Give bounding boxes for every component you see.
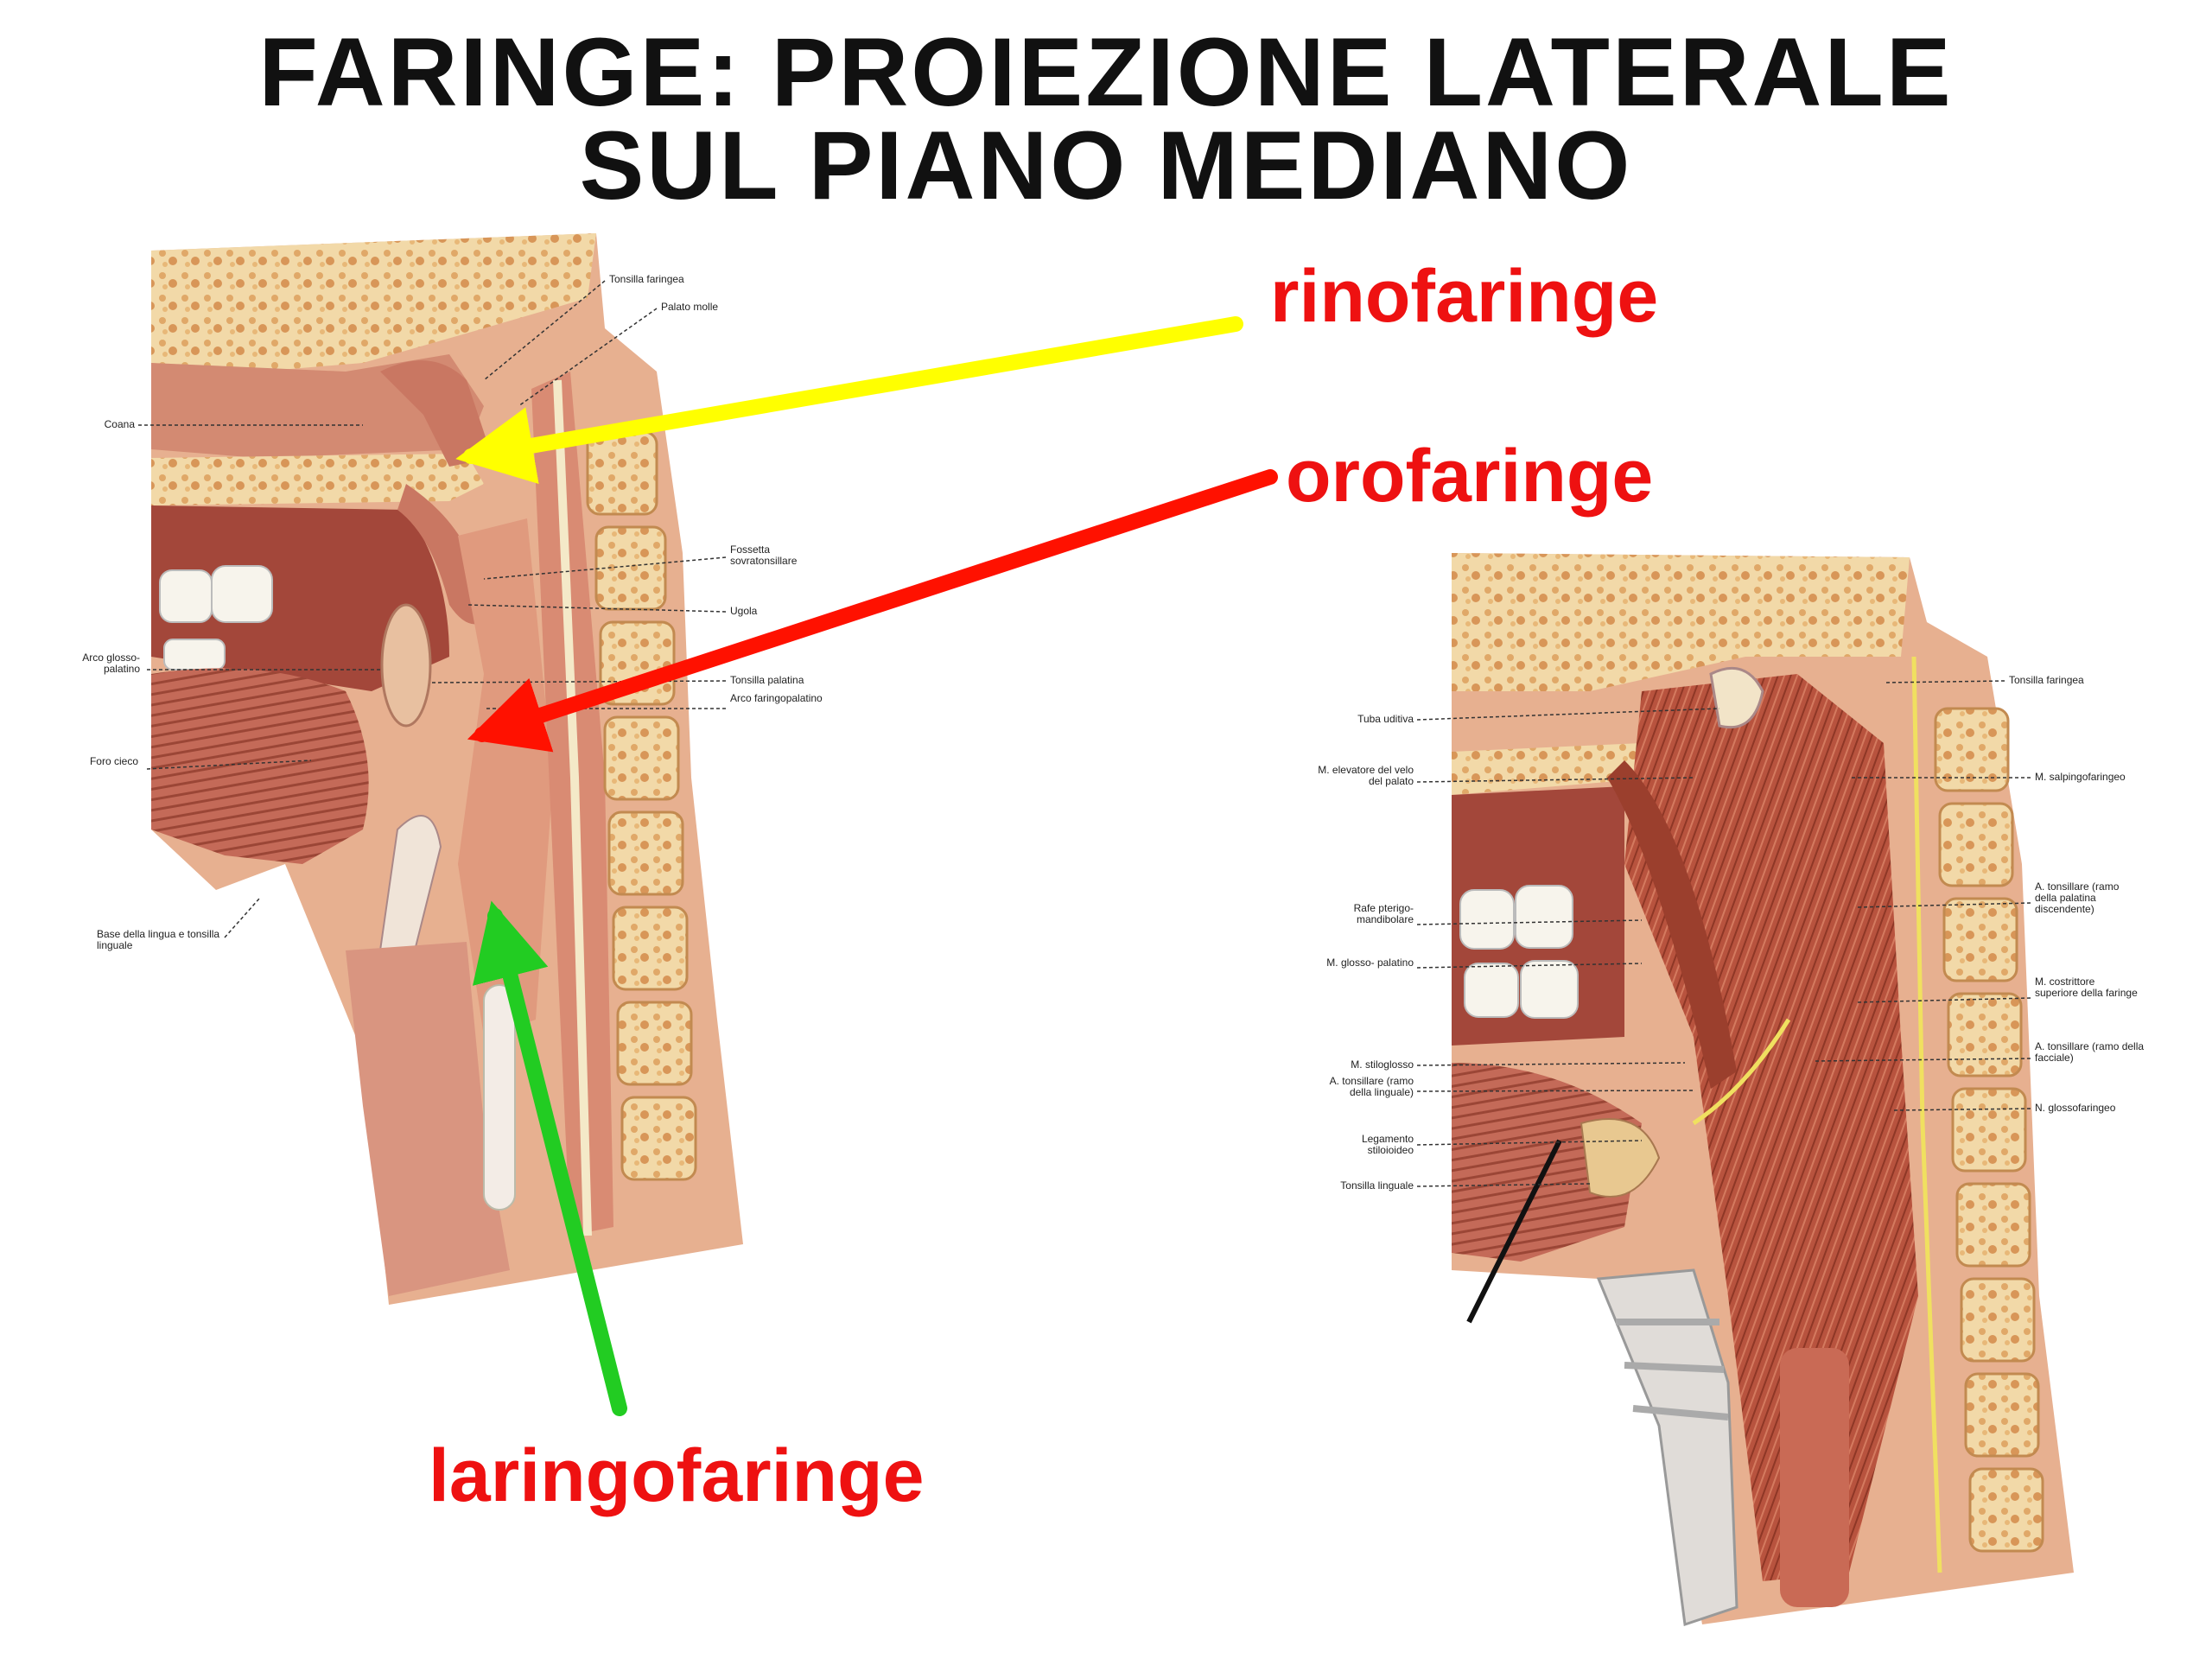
label-coana: Coana xyxy=(104,418,135,430)
label-m-elevatore: M. elevatore del velo del palato xyxy=(1318,764,1414,787)
label-m-salpingofaringeo: M. salpingofaringeo xyxy=(2035,771,2126,783)
label-tonsilla-palatina: Tonsilla palatina xyxy=(730,674,804,686)
rinofaringe-arrow xyxy=(455,316,1243,485)
label-tonsilla-faringea-left: Tonsilla faringea xyxy=(609,273,684,285)
label-m-stiloglosso: M. stiloglosso xyxy=(1351,1058,1414,1071)
label-ugola: Ugola xyxy=(730,605,758,617)
orofaringe-arrow xyxy=(467,469,1278,753)
label-a-tonsillare-facciale: A. tonsillare (ramo della facciale) xyxy=(2035,1040,2145,1064)
label-m-costrittore: M. costrittore superiore della faringe xyxy=(2035,976,2138,999)
label-m-glossopalatino: M. glosso- palatino xyxy=(1326,957,1414,969)
laringofaringe-arrow xyxy=(473,900,627,1416)
label-tonsilla-faringea-right: Tonsilla faringea xyxy=(2009,674,2084,686)
label-arco-faringo: Arco faringopalatino xyxy=(730,692,823,704)
label-tuba-uditiva: Tuba uditiva xyxy=(1357,713,1414,725)
rinofaringe-label: rinofaringe xyxy=(1270,255,1659,338)
label-base-lingua: Base della lingua e tonsilla linguale xyxy=(97,928,220,951)
label-palato-molle: Palato molle xyxy=(661,301,719,313)
title-line-1: FARINGE: PROIEZIONE LATERALE xyxy=(258,18,1954,126)
right-vertebrae xyxy=(1934,707,2044,1553)
laringofaringe-label: laringofaringe xyxy=(429,1434,925,1517)
right-muscle-figure xyxy=(1416,553,2074,1626)
label-n-glossofaringeo: N. glossofaringeo xyxy=(2035,1102,2116,1114)
label-a-tonsillare-palatina: A. tonsillare (ramo della palatina disce… xyxy=(2035,880,2120,915)
label-rafe: Rafe pterigo- mandibolare xyxy=(1353,902,1414,925)
title-line-2: SUL PIANO MEDIANO xyxy=(579,111,1633,219)
label-a-tonsillare-linguale: A. tonsillare (ramo della linguale) xyxy=(1329,1075,1414,1098)
page-title: FARINGE: PROIEZIONE LATERALE SUL PIANO M… xyxy=(0,18,2212,219)
left-sagittal-figure xyxy=(138,233,743,1305)
label-arco-glosso: Arco glosso- palatino xyxy=(82,652,140,675)
label-legamento: Legamento stiloioideo xyxy=(1361,1133,1414,1156)
label-foro-cieco: Foro cieco xyxy=(89,755,138,767)
label-tonsilla-linguale: Tonsilla linguale xyxy=(1340,1179,1414,1192)
label-fossetta: Fossetta sovratonsillare xyxy=(730,543,798,567)
orofaringe-label: orofaringe xyxy=(1286,435,1654,518)
